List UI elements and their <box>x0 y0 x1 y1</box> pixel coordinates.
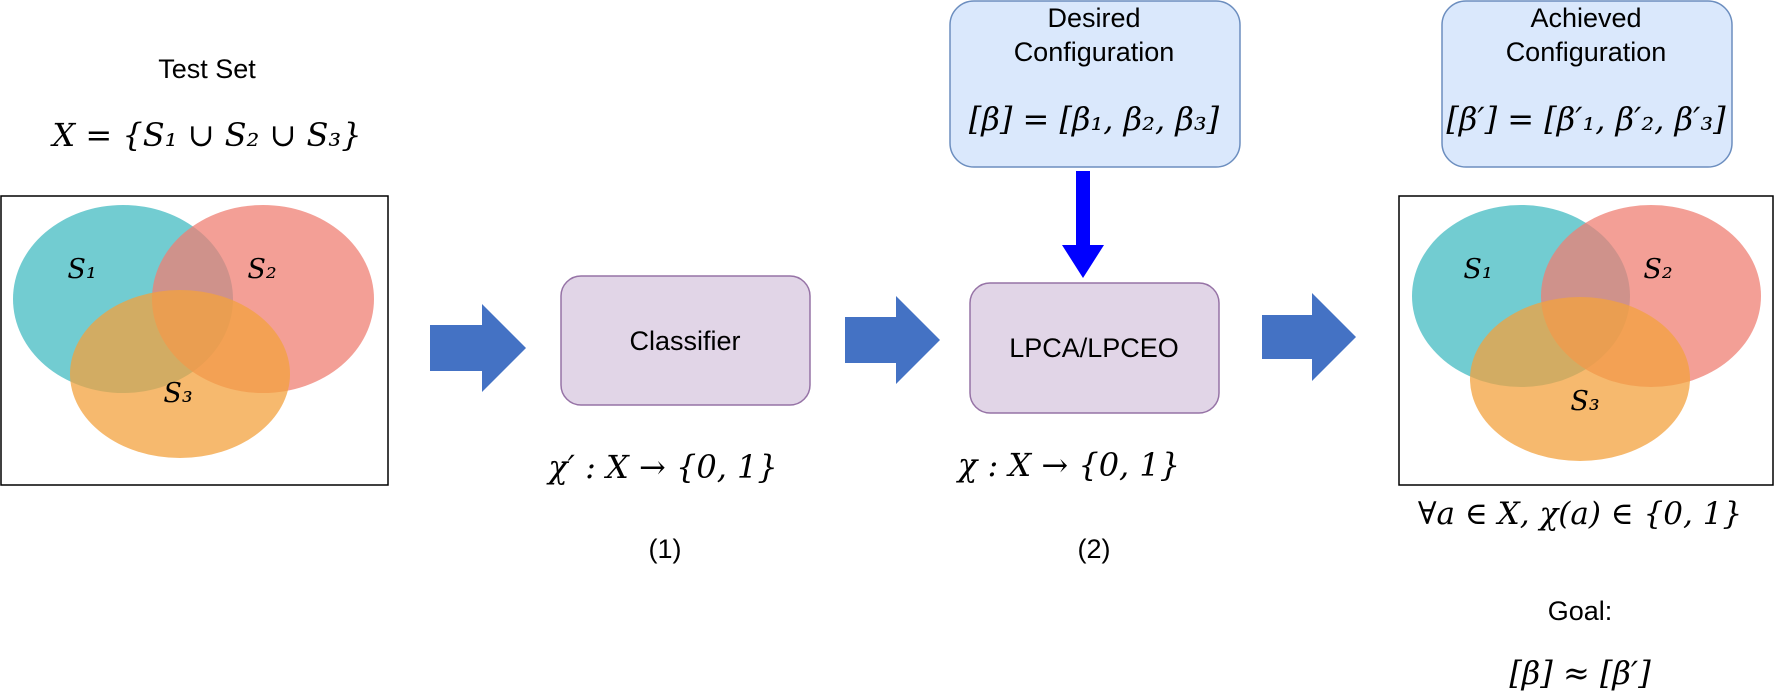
achieved-configuration-title-line1: Achieved <box>1530 3 1641 33</box>
desired-configuration-formula: [β] = [β₁, β₂, β₃] <box>969 100 1220 138</box>
achieved-s2-label: S₂ <box>1643 254 1672 285</box>
goal-formula: [β] ≈ [β′] <box>1509 654 1651 692</box>
test-set-s3-label: S₃ <box>163 378 192 409</box>
test-set-s1-label: S₁ <box>67 254 96 285</box>
desired-configuration-title-line2: Configuration <box>1014 37 1175 67</box>
classifier-formula: χ′ : X → {0, 1} <box>546 448 778 486</box>
achieved-s3-circle <box>1470 297 1690 461</box>
classifier-label: Classifier <box>629 326 740 356</box>
lpca-formula: χ : X → {0, 1} <box>956 446 1180 484</box>
desired-configuration-box <box>949 0 1241 168</box>
down-arrow <box>1062 171 1104 278</box>
achieved-s1-label: S₁ <box>1463 254 1492 285</box>
lpca-step-number: (2) <box>1078 534 1111 564</box>
achieved-s3-label: S₃ <box>1570 386 1599 417</box>
flow-arrow-1 <box>430 304 526 392</box>
classifier-box <box>560 275 811 406</box>
achieved-configuration-formula: [β′] = [β′₁, β′₂, β′₃] <box>1446 100 1726 138</box>
achieved-set-venn <box>1412 205 1761 461</box>
flow-arrow-2 <box>845 296 940 384</box>
test-set-s2-label: S₂ <box>247 254 276 285</box>
test-set-s3-circle <box>70 290 290 458</box>
goal-label: Goal: <box>1548 596 1613 626</box>
achieved-condition: ∀a ∈ X, χ(a) ∈ {0, 1} <box>1418 496 1742 532</box>
test-set-venn <box>13 205 374 458</box>
flow-arrow-3 <box>1262 293 1356 381</box>
achieved-configuration-title-line2: Configuration <box>1506 37 1667 67</box>
desired-configuration-title-line1: Desired <box>1047 3 1140 33</box>
test-set-formula: X = {S₁ ∪ S₂ ∪ S₃} <box>49 116 361 154</box>
lpca-label: LPCA/LPCEO <box>1009 333 1179 363</box>
lpca-box <box>969 282 1220 414</box>
classifier-step-number: (1) <box>649 534 682 564</box>
achieved-configuration-box <box>1441 0 1733 168</box>
test-set-title: Test Set <box>158 54 256 84</box>
